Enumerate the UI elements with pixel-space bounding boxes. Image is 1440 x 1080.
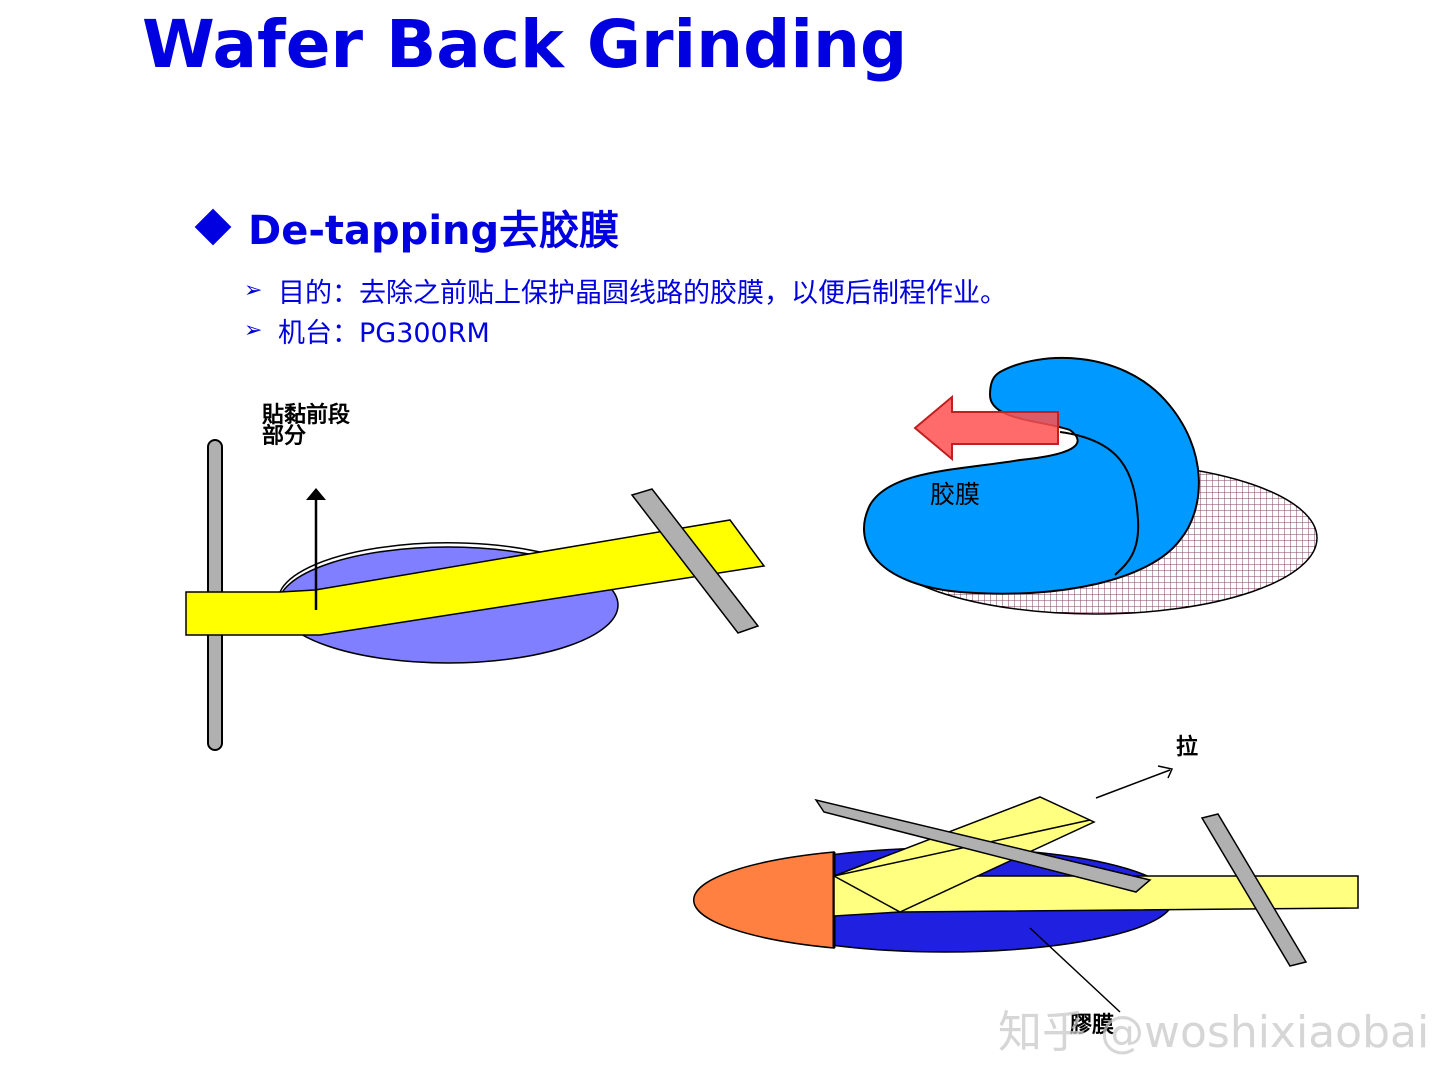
list-item: ➢ 机台：PG300RM bbox=[244, 310, 1007, 350]
tape-leader-line bbox=[1029, 927, 1121, 1013]
pull-label: 拉 bbox=[1176, 734, 1198, 760]
arrow-bullet-icon: ➢ bbox=[244, 277, 263, 303]
left-label-line1: 貼黏前段 bbox=[262, 402, 350, 428]
tape-fold-line bbox=[1059, 431, 1140, 576]
cutter-bar-bottom-right bbox=[1200, 813, 1308, 967]
left-label-line2: 部分 bbox=[262, 423, 306, 449]
wafer-outline-over-tape bbox=[279, 542, 541, 593]
right-diagram: 胶膜 bbox=[863, 357, 1318, 615]
tape-strip bbox=[185, 519, 766, 636]
lifted-tape-strip bbox=[832, 796, 1096, 913]
cutter-bar-bottom-left bbox=[814, 798, 1152, 893]
section-heading-text: De-tapping去胶膜 bbox=[248, 208, 620, 254]
section-heading: De-tapping去胶膜 bbox=[192, 198, 619, 256]
right-tape-label: 胶膜 bbox=[930, 480, 980, 509]
bullet-purpose-text: 目的：去除之前贴上保护晶圆线路的胶膜，以便后制程作业。 bbox=[278, 277, 1007, 309]
left-diagram: 貼黏前段 部分 bbox=[185, 402, 766, 751]
watermark: 知乎 @woshixiaobai bbox=[998, 1007, 1430, 1058]
peeling-tape-shape bbox=[863, 357, 1200, 595]
arrow-bullet-icon: ➢ bbox=[244, 317, 263, 343]
tape-strip-bottom bbox=[833, 875, 1359, 917]
bottom-diagram: 拉 膠膜 bbox=[693, 734, 1359, 1038]
bottom-tape-label: 膠膜 bbox=[1070, 1013, 1114, 1038]
pull-arrow-icon bbox=[1157, 765, 1174, 779]
list-item: ➢ 目的：去除之前贴上保护晶圆线路的胶膜，以便后制程作业。 bbox=[244, 270, 1007, 310]
peeled-region bbox=[693, 851, 835, 949]
bullet-machine-text: 机台：PG300RM bbox=[278, 317, 490, 349]
bullet-list: ➢ 目的：去除之前贴上保护晶圆线路的胶膜，以便后制程作业。 ➢ 机台：PG300… bbox=[244, 270, 1007, 350]
pull-arrow-line bbox=[1095, 769, 1171, 799]
peel-direction-arrow-icon bbox=[913, 394, 1059, 462]
page-title: Wafer Back Grinding bbox=[142, 6, 908, 83]
cutter-bar bbox=[630, 488, 760, 634]
lift-arrow-icon bbox=[306, 488, 326, 500]
